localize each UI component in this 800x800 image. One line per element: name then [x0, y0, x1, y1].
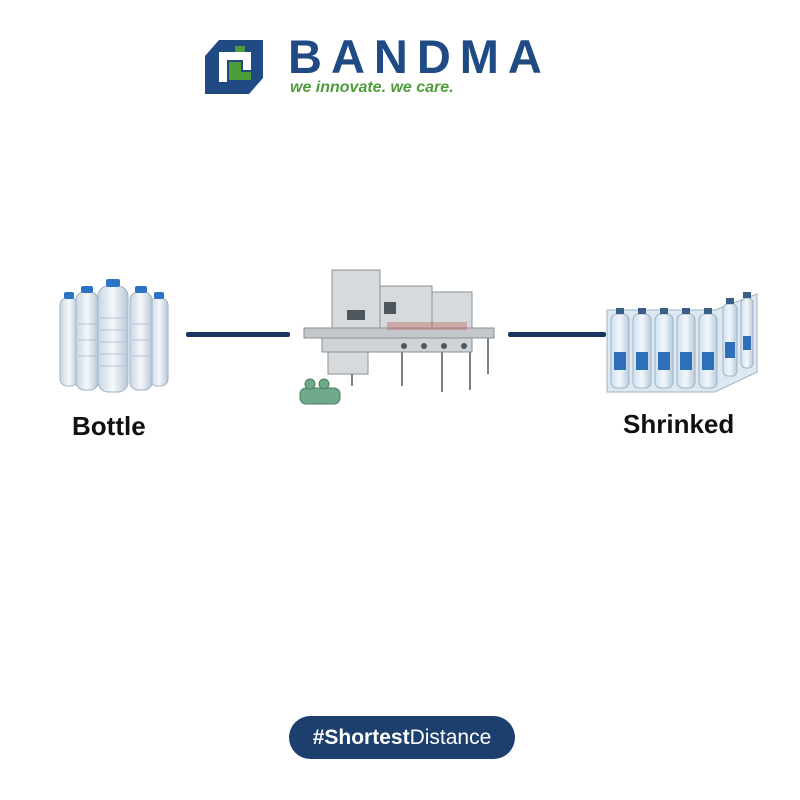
shrink-wrapping-machine-image	[299, 269, 495, 405]
flow-connector-right	[508, 332, 606, 337]
bandma-logo-icon	[205, 40, 263, 94]
bottle-label: Bottle	[72, 411, 146, 441]
hashtag-regular-part: Distance	[409, 726, 492, 749]
shrinked-label: Shrinked	[623, 409, 735, 439]
brand-tagline: we innovate. we care.	[290, 79, 454, 96]
flow-connector-left	[186, 332, 290, 337]
hashtag-bold-part: #Shortest	[312, 726, 410, 749]
brand-name: BANDMA	[288, 30, 551, 83]
shrink-wrapped-pack-image	[606, 292, 758, 393]
water-bottles-image	[59, 279, 169, 393]
